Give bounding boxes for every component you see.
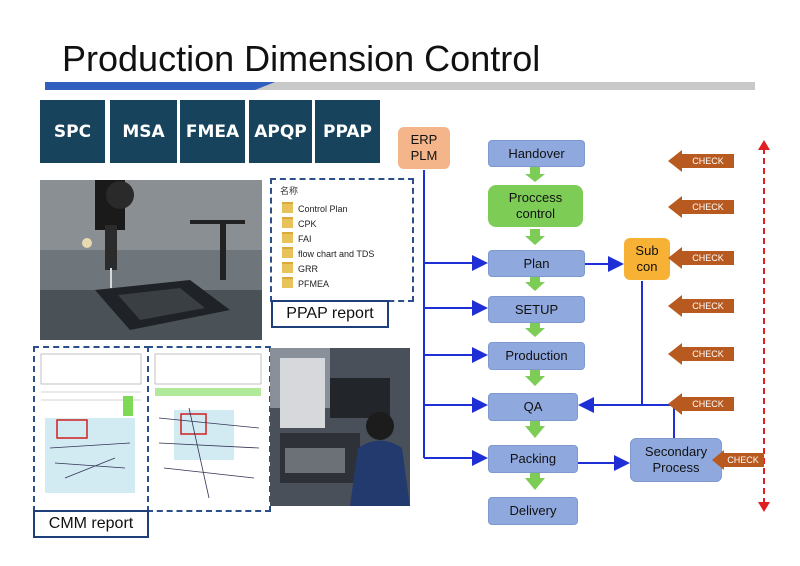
folder-icon — [282, 202, 293, 213]
ppap-report-caption: PPAP report — [271, 300, 389, 328]
ppap-file-item[interactable]: FAI — [282, 232, 374, 247]
cmm-report-caption: CMM report — [33, 510, 149, 538]
folder-icon — [282, 232, 293, 243]
step-delivery[interactable]: Delivery — [488, 497, 578, 525]
step-production[interactable]: Production — [488, 342, 585, 370]
cmm-report-sheet-2 — [147, 346, 271, 512]
cmm-report-sheet-1 — [33, 346, 150, 512]
folder-icon — [282, 277, 293, 288]
cmm-machine-photo — [40, 180, 262, 340]
timeline-dashed-arrow — [758, 140, 770, 512]
cmm-machine-illustration — [40, 180, 262, 340]
erp-plm-box[interactable]: ERP PLM — [398, 127, 450, 169]
check-label: CHECK — [692, 156, 724, 166]
check-arrow-4 — [668, 295, 734, 317]
tile-spc: SPC — [40, 100, 105, 163]
secondary-process-box[interactable]: Secondary Process — [630, 438, 722, 482]
tile-msa: MSA — [110, 100, 177, 163]
check-arrow-3 — [668, 247, 734, 269]
tile-apqp: APQP — [249, 100, 312, 163]
step-process-control[interactable]: Proccess control — [488, 185, 583, 227]
folder-icon — [282, 217, 293, 228]
check-arrow-2 — [668, 196, 734, 218]
check-arrow-5 — [668, 343, 734, 365]
step-handover[interactable]: Handover — [488, 140, 585, 167]
check-label: CHECK — [692, 253, 724, 263]
check-arrow-7 — [712, 450, 764, 470]
inspection-operator-photo — [270, 348, 410, 506]
page-title: Production Dimension Control — [62, 38, 541, 79]
check-label: CHECK — [727, 455, 759, 465]
folder-icon — [282, 247, 293, 258]
ppap-file-list: 名称 Control Plan CPK FAI flow chart and T… — [270, 178, 414, 302]
folder-icon — [282, 262, 293, 273]
erp-connector-lines — [423, 170, 675, 471]
tile-fmea: FMEA — [180, 100, 245, 163]
check-label: CHECK — [692, 301, 724, 311]
operator-illustration — [270, 348, 410, 506]
step-qa[interactable]: QA — [488, 393, 578, 421]
check-arrow-6 — [668, 393, 734, 415]
tile-ppap: PPAP — [315, 100, 380, 163]
check-label: CHECK — [692, 399, 724, 409]
ppap-file-item[interactable]: GRR — [282, 262, 374, 277]
check-label: CHECK — [692, 349, 724, 359]
cmm-report-drawing — [154, 353, 262, 499]
title-underline — [45, 82, 755, 90]
step-setup[interactable]: SETUP — [488, 296, 585, 323]
ppap-file-item[interactable]: CPK — [282, 217, 374, 232]
check-label: CHECK — [692, 202, 724, 212]
ppap-file-item[interactable]: PFMEA — [282, 277, 374, 292]
subcon-box[interactable]: Sub con — [624, 238, 670, 280]
ppap-file-item[interactable]: Control Plan — [282, 202, 374, 217]
step-packing[interactable]: Packing — [488, 445, 578, 473]
step-plan[interactable]: Plan — [488, 250, 585, 277]
ppap-file-item[interactable]: flow chart and TDS — [282, 247, 374, 262]
green-step-arrows — [525, 167, 545, 490]
check-arrow-1 — [668, 150, 734, 172]
ppap-list-header: 名称 — [280, 187, 299, 197]
cmm-report-drawing — [40, 353, 142, 493]
